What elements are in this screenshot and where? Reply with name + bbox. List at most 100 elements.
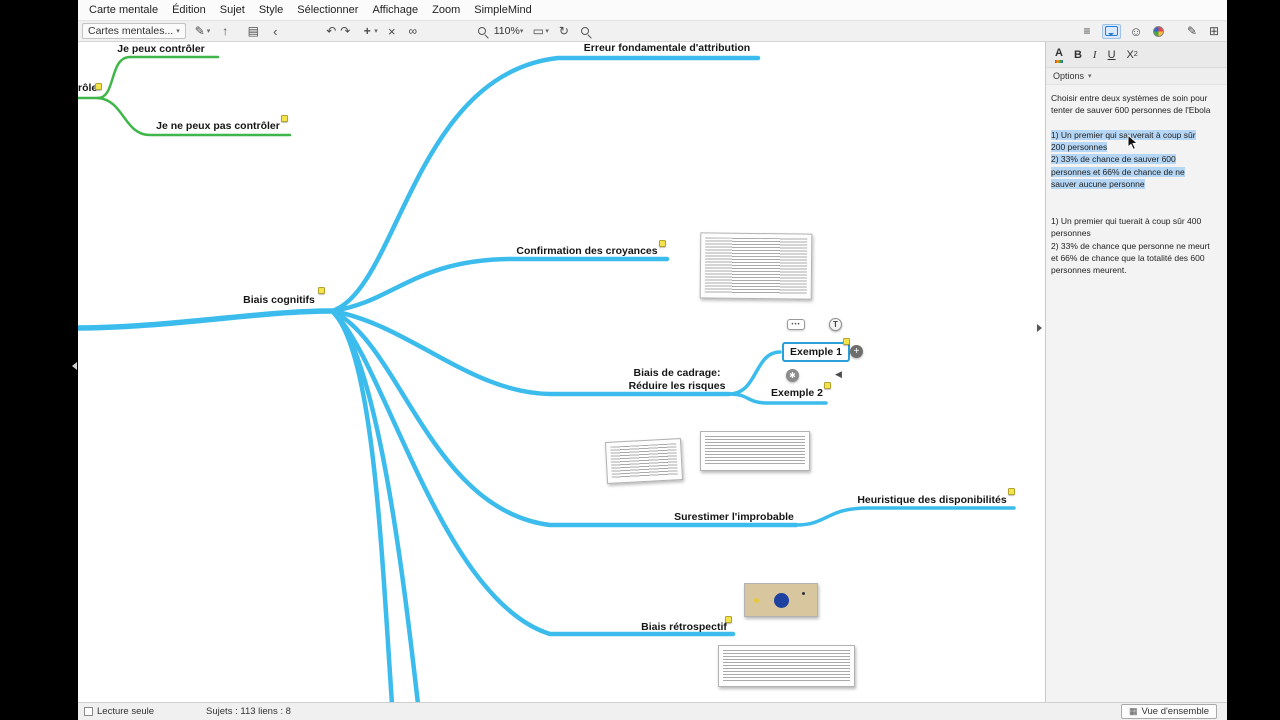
left-edge-handle[interactable] (72, 362, 77, 370)
outline-view-icon[interactable]: ≡ (1083, 24, 1091, 38)
relation-link-icon[interactable]: ∞ (408, 24, 418, 38)
note-icon[interactable] (1008, 488, 1015, 495)
node-style-button[interactable]: ✱ (786, 369, 799, 382)
panel-divider[interactable] (1045, 42, 1046, 702)
node-erreur-attribution[interactable]: Erreur fondamentale d'attribution (583, 42, 751, 54)
node-biais-cognitifs[interactable]: Biais cognitifs (243, 294, 315, 306)
branch-biais-cognitifs[interactable] (78, 308, 335, 331)
attachment-image-confirmation[interactable] (699, 232, 813, 300)
branch-biais-cadrage[interactable] (329, 308, 732, 397)
attachment-image-retrospectif-caption[interactable] (718, 645, 855, 687)
node-biais-retrospectif[interactable]: Biais rétrospectif (641, 621, 727, 633)
attachment-image-surestimer-2[interactable] (700, 431, 810, 471)
mindmap-canvas[interactable]: rôle Je peux contrôler Je ne peux pas co… (78, 42, 1045, 702)
menu-style[interactable]: Style (258, 4, 284, 16)
note-icon[interactable] (281, 115, 288, 122)
node-exemple-2[interactable]: Exemple 2 (771, 387, 823, 399)
note-line-highlighted: 2) 33% de chance de sauver 600 (1051, 154, 1176, 165)
node-collapse-icon[interactable]: ◀ (835, 369, 842, 379)
note-icon[interactable] (659, 240, 666, 247)
branch-confirmation-croyances[interactable] (329, 256, 670, 314)
note-icon[interactable] (318, 287, 325, 294)
photo-yellow-dot (754, 598, 759, 603)
chevron-down-icon[interactable]: ▾ (519, 28, 524, 35)
node-heuristique[interactable]: Heuristique des disponibilités (857, 494, 1007, 506)
palette-icon[interactable] (1151, 24, 1165, 39)
branch-je-peux-controler[interactable] (96, 55, 220, 100)
attachment-image-surestimer-1[interactable] (604, 438, 684, 484)
draw-pencil-icon[interactable]: ✎ (1186, 24, 1198, 38)
node-confirmation-croyances[interactable]: Confirmation des croyances (516, 245, 658, 257)
note-icon[interactable] (824, 382, 831, 389)
branch-erreur-attribution[interactable] (329, 55, 761, 314)
search-icon[interactable] (580, 27, 589, 35)
undo-icon[interactable]: ↶ (326, 24, 337, 38)
photo-black-dot (802, 592, 805, 595)
branch-biais-retrospectif[interactable] (329, 308, 736, 637)
note-icon[interactable] (95, 83, 102, 90)
note-options-dropdown[interactable]: Options ▾ (1046, 68, 1227, 85)
readonly-checkbox[interactable] (84, 707, 93, 716)
document-icon[interactable]: ▤ (247, 24, 259, 38)
palette-color-wheel (1152, 25, 1164, 37)
zoom-out-icon[interactable] (477, 27, 486, 35)
chevron-down-icon[interactable]: ▾ (545, 28, 549, 35)
bold-button[interactable]: B (1073, 48, 1082, 61)
branch-exemple-1[interactable] (727, 350, 782, 396)
refresh-layout-icon[interactable]: ↻ (558, 24, 569, 38)
maps-dropdown-button[interactable]: Cartes mentales... ▾ (82, 23, 186, 39)
branch-surestimer[interactable] (329, 308, 799, 528)
share-icon[interactable]: ↑ (222, 24, 229, 38)
node-biais-cadrage-line1: Biais de cadrage: (633, 367, 721, 379)
note-icon[interactable] (725, 616, 732, 623)
zoom-level[interactable]: 110% (493, 25, 520, 37)
note-icon[interactable] (843, 338, 850, 345)
overview-button[interactable]: ▦ Vue d'ensemble (1121, 704, 1217, 719)
node-je-ne-peux-pas-controler[interactable]: Je ne peux pas contrôler (156, 120, 280, 132)
note-text-area[interactable]: Choisir entre deux systèmes de soin pour… (1046, 85, 1227, 276)
fit-page-icon[interactable]: ▭ (532, 24, 545, 38)
branch-je-ne-peux-pas[interactable] (96, 96, 292, 137)
node-exemple-1-selected[interactable]: Exemple 1 (782, 342, 850, 362)
readonly-label: Lecture seule (97, 706, 155, 717)
menu-selectionner[interactable]: Sélectionner (297, 4, 359, 16)
note-line (1051, 203, 1222, 215)
font-color-button[interactable]: A (1055, 47, 1063, 63)
node-controle-partial[interactable]: rôle (78, 82, 98, 94)
back-icon[interactable]: ‹ (273, 23, 278, 39)
attachment-photo-retrospectif[interactable] (744, 583, 818, 617)
apps-grid-icon[interactable]: ⊞ (1208, 24, 1220, 38)
delete-icon[interactable]: × (387, 23, 396, 39)
menu-edition[interactable]: Édition (172, 4, 206, 16)
notes-panel-icon[interactable] (1102, 23, 1121, 39)
menu-affichage[interactable]: Affichage (372, 4, 419, 16)
chevron-down-icon[interactable]: ▾ (206, 28, 211, 35)
node-biais-cadrage[interactable]: Biais de cadrage: Réduire les risques (618, 367, 736, 393)
menu-simplemind[interactable]: SimpleMind (474, 4, 532, 16)
branch-heuristique[interactable] (794, 506, 1016, 527)
menu-sujet[interactable]: Sujet (219, 4, 245, 16)
underline-button[interactable]: U (1107, 48, 1116, 61)
node-more-menu-button[interactable]: ••• (787, 319, 805, 330)
node-surestimer[interactable]: Surestimer l'improbable (674, 511, 794, 523)
emoji-icon[interactable]: ☺ (1129, 23, 1143, 39)
branch-offscreen-2[interactable] (329, 308, 421, 702)
menu-zoom[interactable]: Zoom (432, 4, 461, 16)
menu-carte-mentale[interactable]: Carte mentale (89, 4, 159, 16)
branch-exemple-2[interactable] (727, 392, 828, 405)
photo-blue-circle (774, 593, 789, 608)
node-je-peux-controler[interactable]: Je peux contrôler (117, 43, 205, 55)
italic-button[interactable]: I (1092, 48, 1097, 61)
add-topic-icon[interactable]: + (363, 24, 371, 38)
overview-icon: ▦ (1129, 706, 1138, 716)
panel-collapse-handle[interactable] (1037, 324, 1042, 332)
chevron-down-icon[interactable]: ▾ (374, 28, 378, 35)
superscript-base: X (1126, 48, 1134, 61)
redo-icon[interactable]: ↷ (340, 24, 351, 38)
node-add-child-button[interactable]: + (850, 345, 863, 358)
node-text-tool-button[interactable]: T (829, 318, 842, 331)
edit-pencil-icon[interactable]: ✎ (194, 24, 205, 38)
